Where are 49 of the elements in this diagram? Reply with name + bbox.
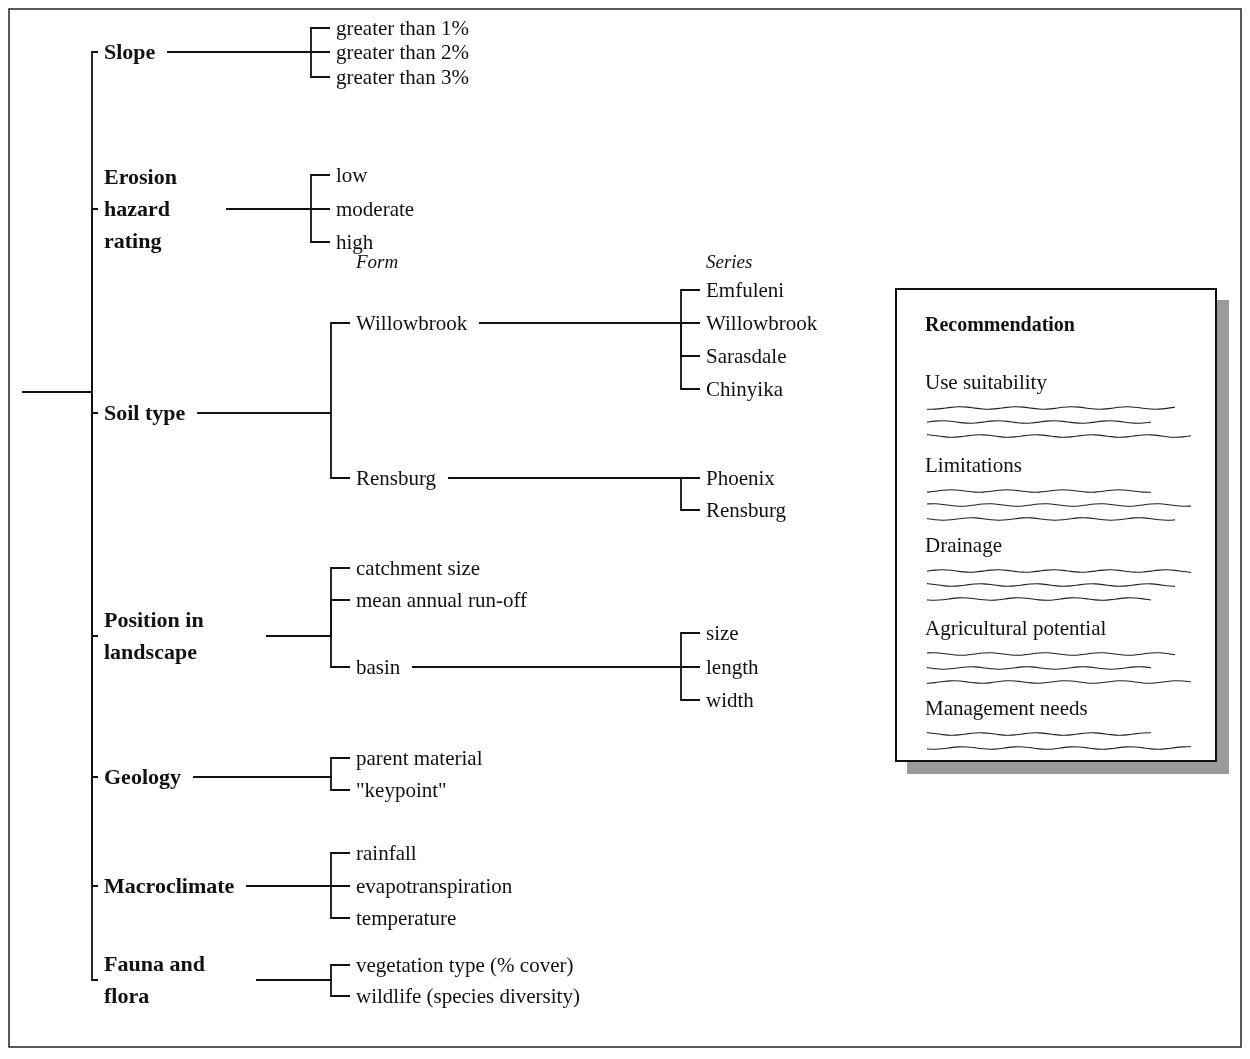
tree-connector xyxy=(245,885,351,919)
tree-connector xyxy=(225,208,331,243)
column-heading: Series xyxy=(706,251,753,273)
section-heading: Management needs xyxy=(925,694,1088,722)
item-label: temperature xyxy=(356,902,457,934)
item-label: "keypoint" xyxy=(356,774,447,806)
item-label: moderate xyxy=(336,193,415,225)
tree-connector xyxy=(411,666,701,701)
section-heading: Use suitability xyxy=(925,368,1047,396)
item-label: wildlife (species diversity) xyxy=(356,980,580,1012)
tree-connector xyxy=(255,979,351,997)
tree-connector xyxy=(166,51,331,78)
tree-connector xyxy=(196,412,351,479)
category-label: Slope xyxy=(104,36,156,68)
category-label: Fauna and flora xyxy=(104,948,244,1012)
item-label: Chinyika xyxy=(706,373,783,405)
item-label: mean annual run-off xyxy=(356,584,528,616)
item-label: low xyxy=(336,159,368,191)
category-label: Geology xyxy=(104,761,181,793)
item-label: Phoenix xyxy=(706,462,775,494)
item-label: parent material xyxy=(356,742,483,774)
item-label: greater than 1% xyxy=(336,12,469,44)
item-label: vegetation type (% cover) xyxy=(356,949,574,981)
item-label: catchment size xyxy=(356,552,481,584)
item-label: length xyxy=(706,651,759,683)
item-label: Rensburg xyxy=(706,494,787,526)
section-heading: Drainage xyxy=(925,531,1002,559)
item-label: evapotranspiration xyxy=(356,870,513,902)
category-label: Macroclimate xyxy=(104,870,235,902)
category-label: Soil type xyxy=(104,397,186,429)
item-label: Rensburg xyxy=(356,462,437,494)
item-label: Willowbrook xyxy=(706,307,818,339)
item-label: width xyxy=(706,684,754,716)
tree-connector xyxy=(447,477,701,511)
section-heading: Agricultural potential xyxy=(925,614,1107,642)
tree-connector xyxy=(265,635,351,668)
section-heading: Limitations xyxy=(925,451,1022,479)
item-label: basin xyxy=(356,651,401,683)
category-label: Position in landscape xyxy=(104,604,254,668)
item-label: Willowbrook xyxy=(356,307,468,339)
card-heading: Recommendation xyxy=(925,311,1075,337)
tree-connector xyxy=(21,391,99,981)
item-label: size xyxy=(706,617,739,649)
tree-connector xyxy=(478,322,701,390)
item-label: rainfall xyxy=(356,837,417,869)
tree-connector xyxy=(192,776,351,791)
item-label: Sarasdale xyxy=(706,340,787,372)
category-label: Erosion hazard rating xyxy=(104,161,214,257)
item-label: Emfuleni xyxy=(706,274,785,306)
